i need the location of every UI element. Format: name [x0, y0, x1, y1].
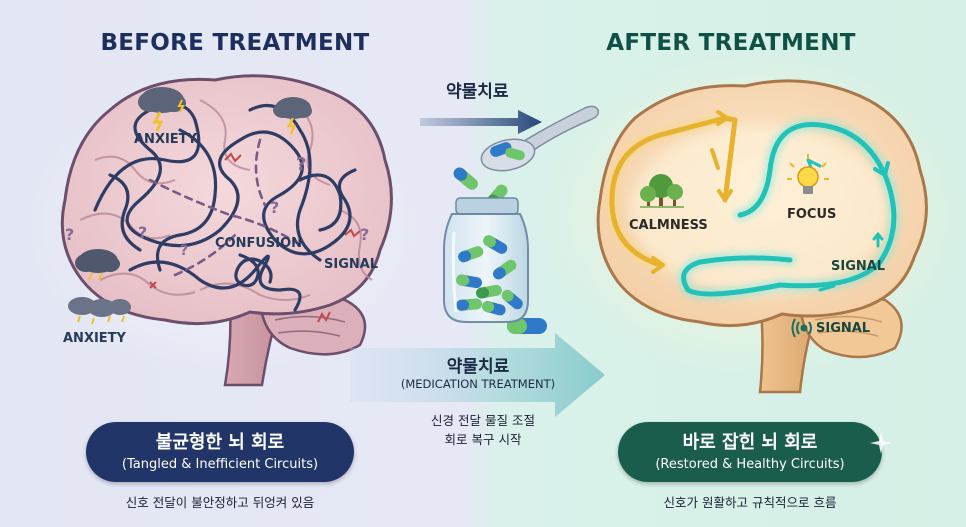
before-pill-ko: 불균형한 뇌 회로	[155, 432, 285, 453]
right-brain	[540, 50, 966, 394]
storm-cloud-icon	[68, 87, 312, 325]
label-signal-right-2: SIGNAL	[816, 321, 871, 336]
treatment-note-line2: 회로 복구 시작	[444, 432, 522, 447]
label-calmness: CALMNESS	[629, 218, 708, 233]
svg-text:?: ?	[360, 225, 369, 244]
svg-text:?: ?	[270, 198, 279, 217]
label-focus: FOCUS	[787, 207, 837, 222]
question-mark-icon: ? ? ? ? ? ?	[65, 154, 369, 259]
label-anxiety-top: ANXIETY	[134, 132, 197, 147]
label-signal-left: SIGNAL	[324, 257, 379, 272]
svg-text:?: ?	[138, 223, 147, 242]
pill-bottle-icon	[443, 197, 529, 323]
tree-icon	[640, 174, 684, 208]
after-pill-ko: 바로 잡힌 뇌 회로	[682, 432, 818, 453]
svg-text:?: ?	[65, 225, 74, 244]
before-summary-pill: 불균형한 뇌 회로 (Tangled & Inefficient Circuit…	[86, 422, 354, 482]
spoon-icon	[480, 105, 600, 172]
label-confusion: CONFUSION	[215, 236, 303, 251]
before-title: BEFORE TREATMENT	[100, 30, 370, 56]
medication-section	[350, 105, 605, 417]
after-pill-en: (Restored & Healthy Circuits)	[655, 457, 845, 472]
label-signal-right-1: SIGNAL	[831, 259, 886, 274]
sparkle-icon	[870, 432, 892, 454]
after-caption: 신호가 원활하고 규칙적으로 흐름	[663, 495, 837, 510]
svg-text:?: ?	[296, 154, 306, 175]
top-arrow-label: 약물치료	[446, 82, 509, 102]
after-summary-pill: 바로 잡힌 뇌 회로 (Restored & Healthy Circuits)	[618, 422, 882, 482]
before-caption: 신호 전달이 불안정하고 뒤엉켜 있음	[125, 495, 315, 510]
signal-wave-icon	[791, 318, 812, 338]
arrow-label-ko: 약물치료	[446, 357, 510, 377]
treatment-note-line1: 신경 전달 물질 조절	[431, 413, 535, 428]
light-bulb-icon	[787, 154, 829, 194]
arrow-label-en: (MEDICATION TREATMENT)	[400, 377, 556, 391]
left-brain: ? ? ? ? ? ?	[25, 74, 425, 387]
label-anxiety-bottom: ANXIETY	[63, 331, 126, 346]
svg-text:?: ?	[180, 243, 188, 259]
before-pill-en: (Tangled & Inefficient Circuits)	[121, 457, 319, 472]
treatment-note: 신경 전달 물질 조절 회로 복구 시작	[398, 411, 568, 449]
